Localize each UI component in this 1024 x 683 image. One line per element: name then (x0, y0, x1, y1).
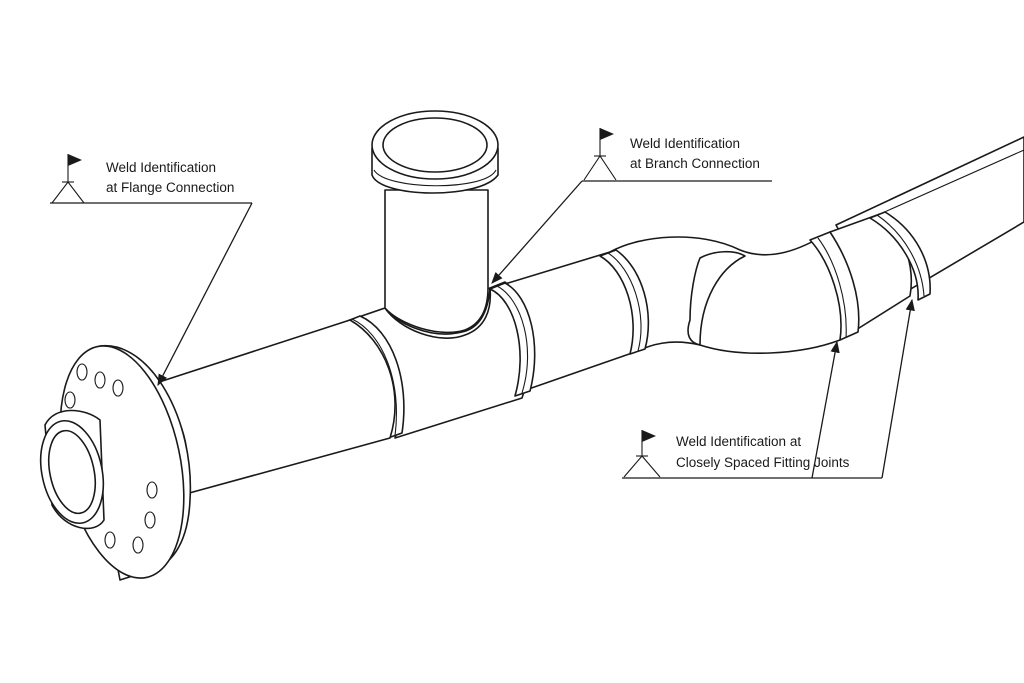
callout-fitting-line2: Closely Spaced Fitting Joints (676, 455, 850, 470)
callout-branch-line1: Weld Identification (630, 136, 740, 151)
callout-fitting: Weld Identification at Closely Spaced Fi… (622, 298, 915, 479)
branch-pipe (371, 110, 499, 334)
callout-branch: Weld Identification at Branch Connection (491, 128, 772, 284)
flange (39, 345, 192, 581)
callout-branch-line2: at Branch Connection (630, 156, 760, 171)
callout-fitting-line1: Weld Identification at (676, 434, 801, 449)
weld-flag-triangle-icon (623, 430, 661, 478)
callout-flange-line2: at Flange Connection (106, 180, 234, 195)
elbow-fitting (609, 211, 931, 354)
weld-flag-triangle-icon (51, 154, 85, 204)
callout-flange: Weld Identification at Flange Connection (50, 154, 253, 387)
weld-flag-triangle-icon (583, 128, 617, 181)
callout-flange-line1: Weld Identification (106, 160, 216, 175)
